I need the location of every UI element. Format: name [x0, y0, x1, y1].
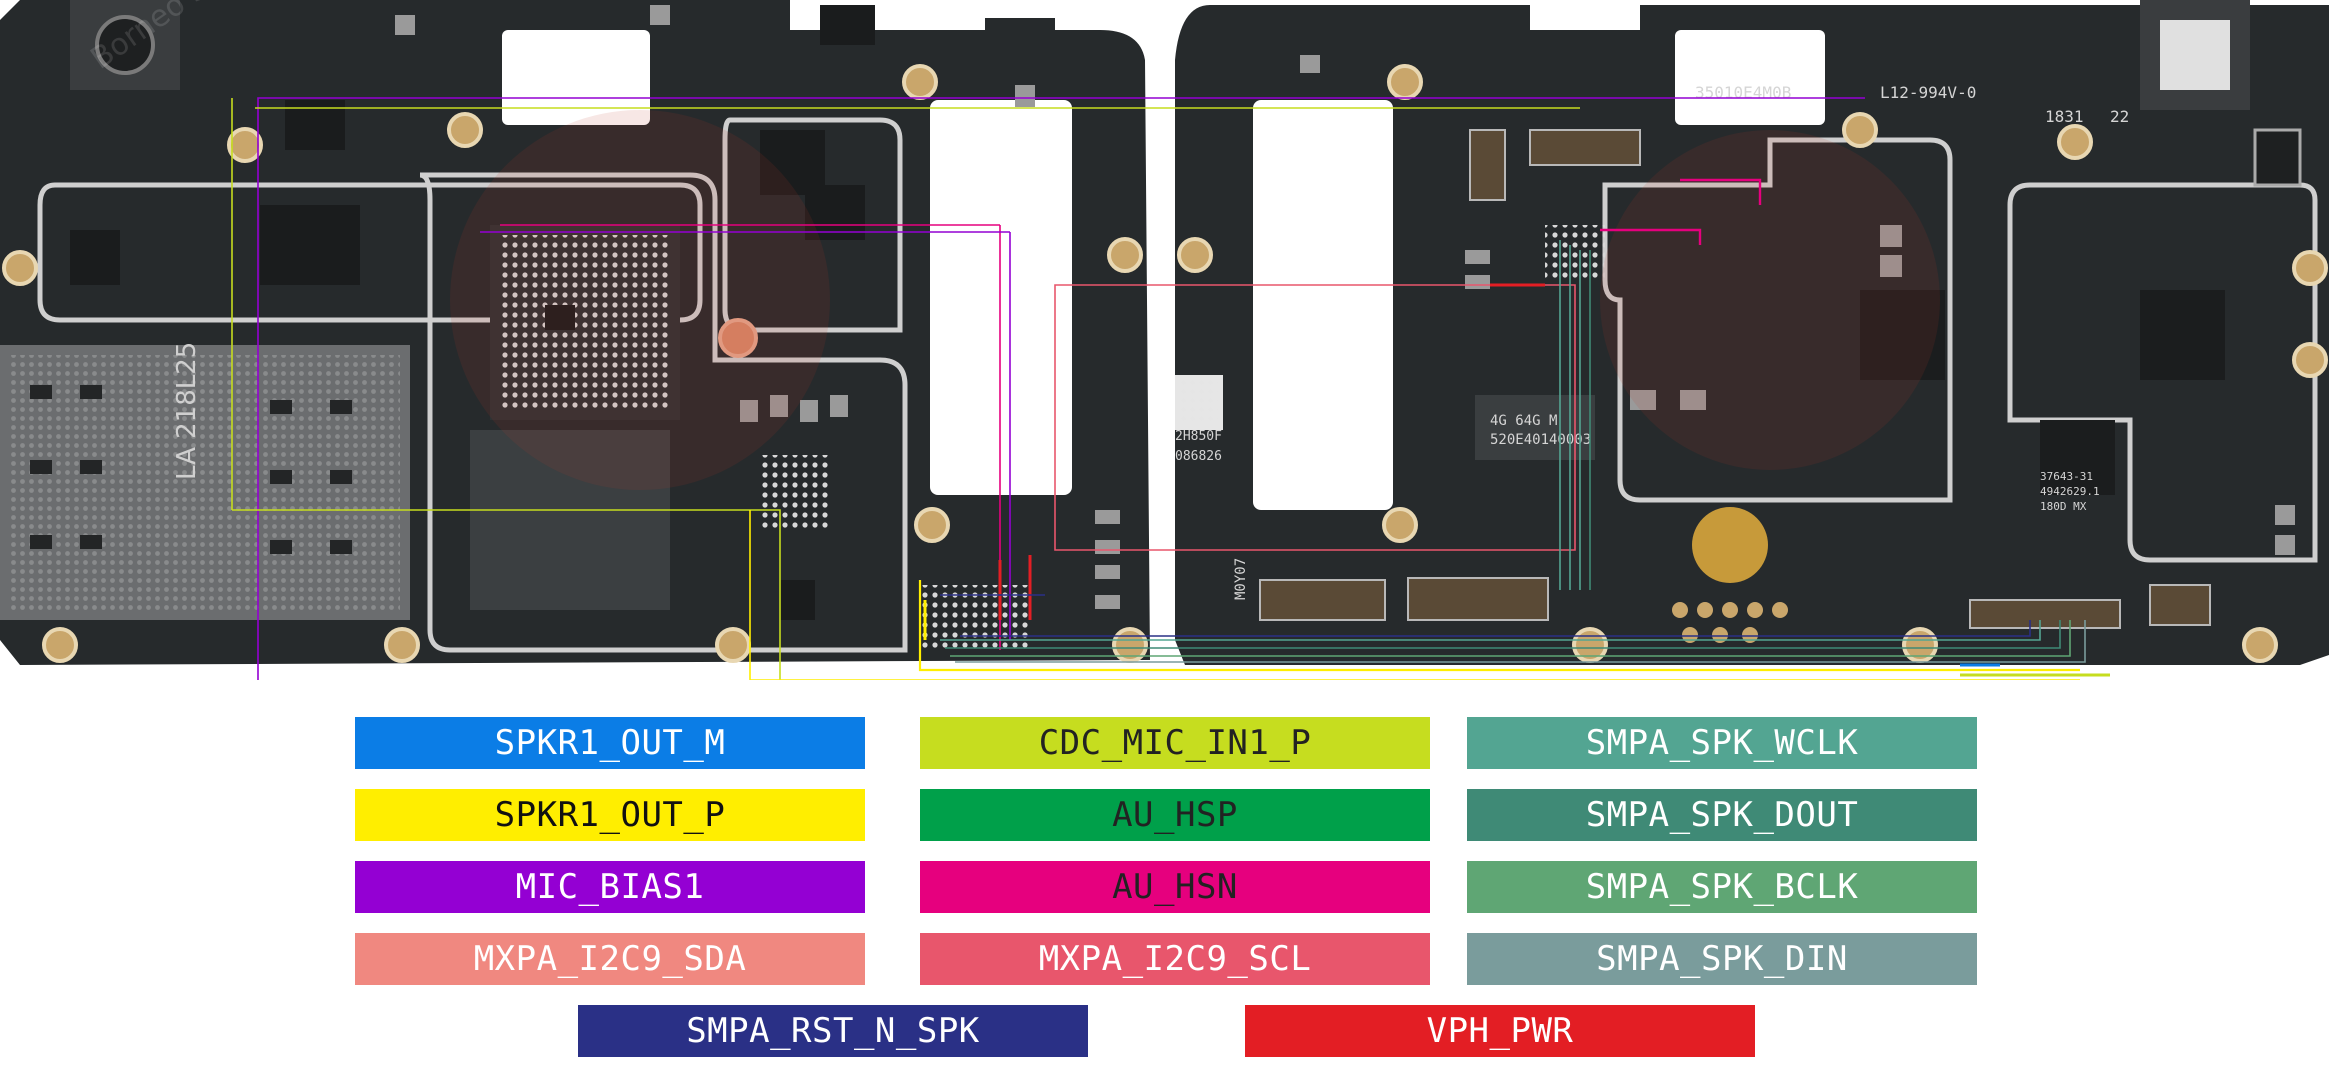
legend-smpa-spk-wclk: SMPA_SPK_WCLK	[1467, 717, 1977, 769]
left-board-panel: LA 218L25	[0, 0, 1150, 665]
legend-smpa-spk-din: SMPA_SPK_DIN	[1467, 933, 1977, 985]
legend-mxpa-i2c9-scl: MXPA_I2C9_SCL	[920, 933, 1430, 985]
marking-7: 4G 64G M	[1490, 413, 1557, 429]
legend-spkr1-out-p: SPKR1_OUT_P	[355, 789, 865, 841]
legend-mic-bias1: MIC_BIAS1	[355, 861, 865, 913]
marking-2: L12-994V-0	[1880, 83, 1976, 102]
legend-smpa-spk-bclk: SMPA_SPK_BCLK	[1467, 861, 1977, 913]
legend-smpa-spk-dout: SMPA_SPK_DOUT	[1467, 789, 1977, 841]
watermark-logo	[450, 110, 830, 490]
legend-au-hsn: AU_HSN	[920, 861, 1430, 913]
legend-cdc-mic-in1-p: CDC_MIC_IN1_P	[920, 717, 1430, 769]
marking-12: 180D MX	[2040, 500, 2087, 513]
marking-3: 1831	[2045, 107, 2084, 126]
signal-traces	[231, 97, 2110, 680]
marking-9: M0Y07	[1233, 558, 1249, 600]
marking-10: 37643-31	[2040, 470, 2093, 483]
legend-spkr1-out-m: SPKR1_OUT_M	[355, 717, 865, 769]
legend-mxpa-i2c9-sda: MXPA_I2C9_SDA	[355, 933, 865, 985]
legend-smpa-rst-n-spk: SMPA_RST_N_SPK	[578, 1005, 1088, 1057]
marking-11: 4942629.1	[2040, 485, 2100, 498]
legend-vph-pwr: VPH_PWR	[1245, 1005, 1755, 1057]
marking-5: 2H850F	[1175, 429, 1222, 444]
sim-tray-marking: LA 218L25	[172, 342, 202, 480]
marking-1: 35010E4M0B	[1695, 83, 1791, 102]
marking-8: 520E40140003	[1490, 432, 1591, 448]
marking-4: 22	[2110, 107, 2129, 126]
right-board-panel: 35010E4M0B L12-994V-0 1831 22 2H850F 086…	[1175, 0, 2329, 665]
marking-6: 086826	[1175, 449, 1222, 464]
pcb-board-diagram: LA 218L25	[0, 0, 2329, 680]
legend-au-hsp: AU_HSP	[920, 789, 1430, 841]
